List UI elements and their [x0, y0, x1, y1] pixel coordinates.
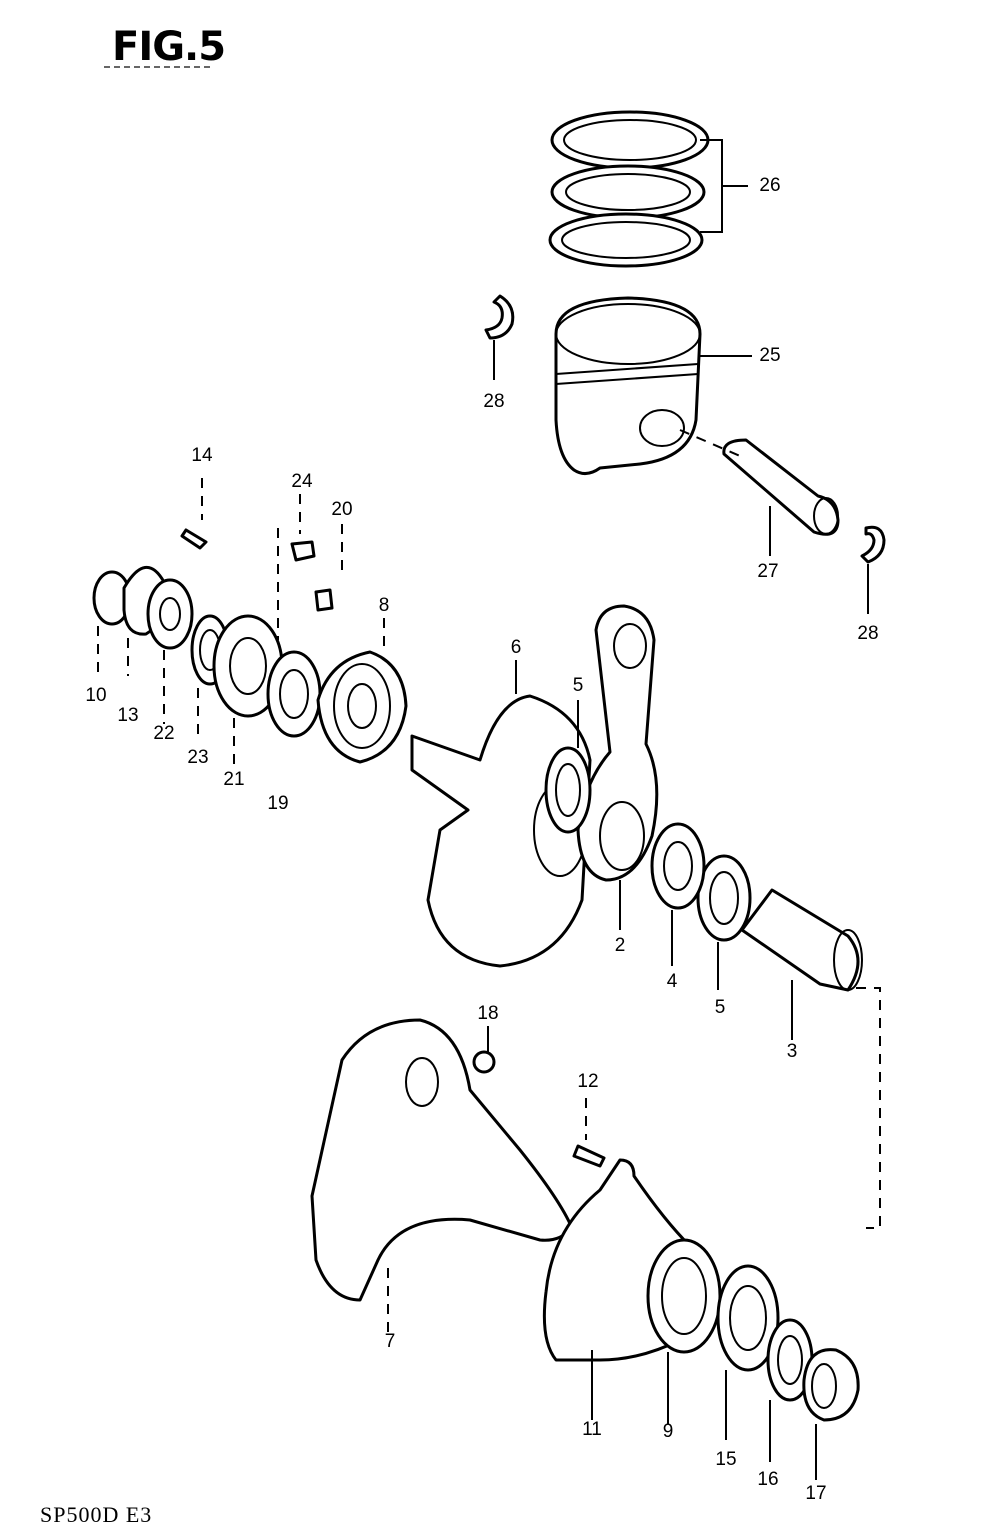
model-code: SP500D E3 [40, 1502, 153, 1527]
callout-28-right: 28 [857, 623, 879, 644]
callout-16: 16 [757, 1469, 779, 1490]
callout-15: 15 [715, 1449, 737, 1470]
callout-6: 6 [510, 637, 522, 658]
left-small-parts-drawing [92, 478, 408, 764]
piston-drawing [554, 296, 752, 475]
callout-9: 9 [662, 1421, 674, 1442]
callout-22: 22 [153, 723, 175, 744]
callout-19: 19 [267, 793, 289, 814]
callout-7: 7 [384, 1331, 396, 1352]
callout-25: 25 [759, 345, 781, 366]
callout-24: 24 [291, 471, 313, 492]
title-underline [104, 66, 210, 68]
callout-18: 18 [477, 1003, 499, 1024]
callout-28-left: 28 [483, 391, 505, 412]
figure-title: FIG.5 [112, 24, 226, 70]
callout-17: 17 [805, 1483, 827, 1504]
callout-5-bottom: 5 [714, 997, 726, 1018]
piston-rings-drawing [548, 110, 748, 268]
callout-10: 10 [85, 685, 107, 706]
callout-13: 13 [117, 705, 139, 726]
callout-5-top: 5 [572, 675, 584, 696]
crank-left-drawing [310, 1018, 574, 1332]
callout-21: 21 [223, 769, 245, 790]
callout-4: 4 [666, 971, 678, 992]
callout-23: 23 [187, 747, 209, 768]
callout-3: 3 [786, 1041, 798, 1062]
callout-26: 26 [759, 175, 781, 196]
callout-12: 12 [577, 1071, 599, 1092]
callout-14: 14 [191, 445, 213, 466]
callout-11: 11 [582, 1419, 602, 1440]
callout-27: 27 [757, 561, 779, 582]
piston-pin-drawing [679, 429, 840, 556]
callout-20: 20 [331, 499, 353, 520]
callout-8: 8 [378, 595, 390, 616]
callout-2: 2 [614, 935, 626, 956]
